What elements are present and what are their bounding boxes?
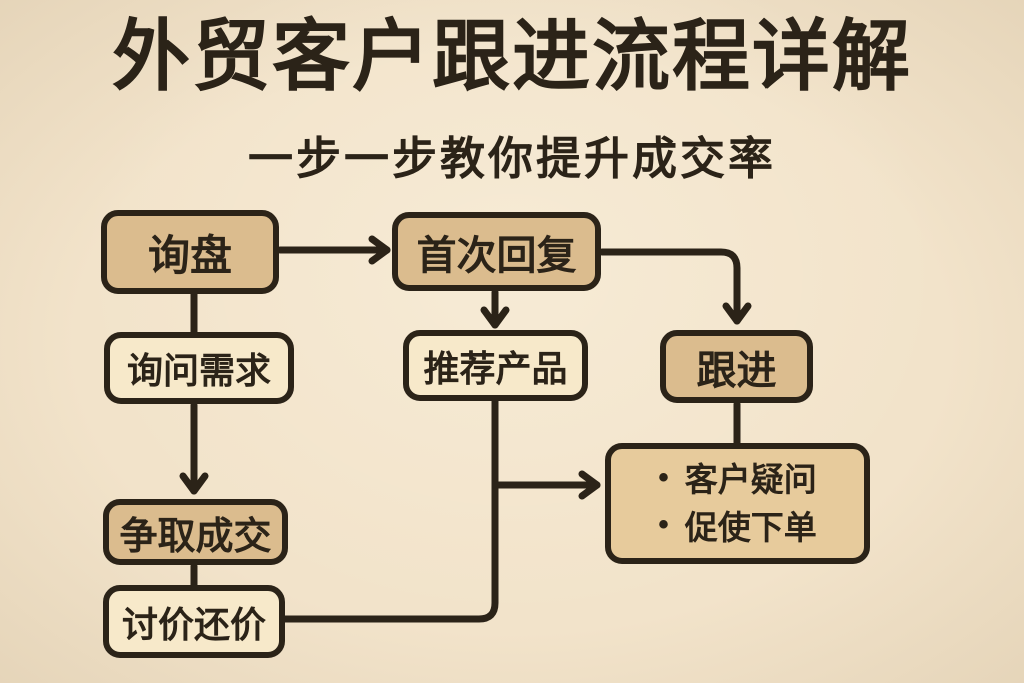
node-inquiry-label: 询盘 <box>147 231 232 279</box>
note-item-label: 促使下单 <box>684 508 817 546</box>
note-item-label: 客户疑问 <box>684 460 817 498</box>
node-notes: • 客户疑问 • 促使下单 <box>605 443 870 564</box>
notes-list: • 客户疑问 • 促使下单 <box>658 460 817 547</box>
note-item-customer-questions: • 客户疑问 <box>658 460 817 500</box>
node-first-reply-label: 首次回复 <box>416 233 577 278</box>
page-title: 外贸客户跟进流程详解 <box>111 12 912 100</box>
node-ask-needs-label: 询问需求 <box>126 350 271 391</box>
bullet-icon: • <box>658 508 669 542</box>
note-item-prompt-order: • 促使下单 <box>658 508 817 548</box>
edge-first-reply-to-follow-up <box>598 248 752 325</box>
node-follow-up: 跟进 <box>660 330 813 403</box>
bullet-icon: • <box>658 460 669 494</box>
node-first-reply: 首次回复 <box>392 212 601 291</box>
node-inquiry: 询盘 <box>101 210 279 294</box>
page-subtitle: 一步一步教你提升成交率 <box>247 133 776 184</box>
node-bargain: 讨价还价 <box>103 585 285 658</box>
node-follow-up-label: 跟进 <box>696 348 777 393</box>
node-recommend-label: 推荐产品 <box>423 347 568 389</box>
node-recommend: 推荐产品 <box>403 330 588 401</box>
node-close-deal-label: 争取成交 <box>119 515 272 558</box>
node-bargain-label: 讨价还价 <box>121 603 266 645</box>
edge-bargain-to-recommend-merge <box>278 397 499 623</box>
node-ask-needs: 询问需求 <box>104 332 294 404</box>
node-close-deal: 争取成交 <box>103 499 288 565</box>
